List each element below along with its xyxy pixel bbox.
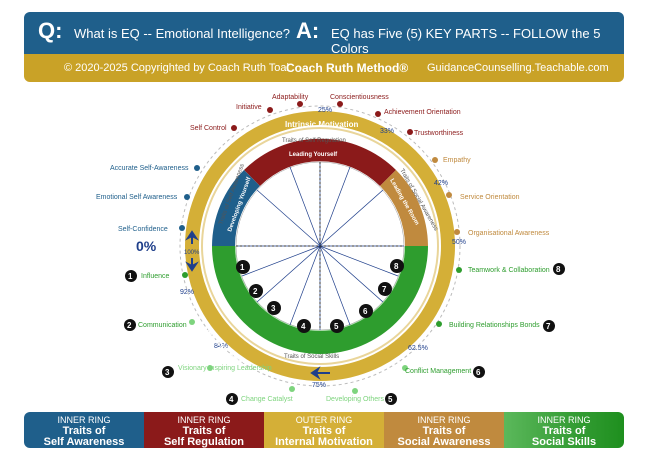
legend-bar: INNER RING Traits of Self Awareness INNE… — [24, 412, 624, 448]
trait-emotional-self-awareness: Emotional Self Awareness — [96, 194, 178, 201]
badge-6-inner: 6 — [363, 307, 368, 316]
badge-8-outer: 8 — [556, 265, 561, 274]
trait-developing-others: Developing Others — [326, 396, 384, 403]
trait-communication: Communication — [138, 322, 187, 329]
pct-50-label: 50% — [452, 239, 466, 246]
question-banner: Q: What is EQ -- Emotional Intelligence?… — [24, 12, 624, 56]
social-awareness-segment — [380, 170, 428, 246]
social-skills-segment — [212, 246, 428, 354]
trait-self-control: Self Control — [190, 125, 227, 132]
social-skills-ring-label: Traits of Social Skills — [284, 354, 339, 360]
trait-conscientiousness: Conscientiousness — [330, 94, 389, 101]
trait-markers — [179, 101, 462, 394]
legend-social-awareness: INNER RING Traits of Social Awareness — [384, 412, 504, 448]
brand-name: Coach Ruth Method® — [286, 61, 409, 75]
badge-3-outer: 3 — [165, 368, 170, 377]
self-regulation-segment — [244, 138, 396, 186]
badge-4-outer: 4 — [229, 395, 234, 404]
trait-achievement: Achievement Orientation — [384, 109, 461, 116]
legend-self-regulation: INNER RING Traits of Self Regulation — [144, 412, 264, 448]
trait-organisational-awareness: Organisational Awareness — [468, 230, 550, 237]
trait-self-confidence: Self-Confidence — [118, 226, 168, 233]
pct-25-label: 25% — [318, 107, 332, 114]
badge-8-inner: 8 — [394, 262, 399, 271]
badge-3-inner: 3 — [271, 304, 276, 313]
trait-conflict: Conflict Management — [405, 368, 471, 375]
pct-92-label: 92% — [180, 289, 194, 296]
trait-adaptability: Adaptability — [272, 94, 309, 101]
pct-42-label: 42% — [434, 180, 448, 187]
badge-1-outer: 1 — [128, 272, 133, 281]
badge-5-inner: 5 — [334, 322, 339, 331]
trait-visionary: Visionary Inspiring Leadership — [178, 365, 272, 372]
copyright-banner: © 2020-2025 Copyrighted by Coach Ruth To… — [24, 54, 624, 82]
course-url[interactable]: GuidanceCounselling.Teachable.com — [427, 62, 609, 74]
badge-1-inner: 1 — [240, 263, 245, 272]
arrow-up-icon — [185, 230, 199, 244]
trait-service-orientation: Service Orientation — [460, 194, 520, 201]
badge-5-outer: 5 — [388, 395, 393, 404]
badge-7-outer: 7 — [546, 322, 551, 331]
pct-33-label: 33% — [380, 128, 394, 135]
arrow-down-icon — [185, 258, 199, 272]
legend-internal-motivation: OUTER RING Traits of Internal Motivation — [264, 412, 384, 448]
trait-accurate-self-awareness: Accurate Self-Awareness — [110, 165, 189, 172]
question-text: What is EQ -- Emotional Intelligence? — [74, 26, 291, 41]
answer-text: EQ has Five (5) KEY PARTS -- FOLLOW the … — [331, 26, 601, 56]
arrow-left-icon — [310, 366, 330, 380]
self-awareness-segment — [212, 170, 260, 246]
trait-initiative: Initiative — [236, 104, 262, 111]
trait-trustworthiness: Trustworthiness — [414, 130, 464, 137]
outer-dashed-ring — [179, 105, 461, 387]
pct-75-label: 75% — [312, 382, 326, 389]
pct-84-label: 84% — [214, 343, 228, 350]
intrinsic-motivation-top-label: Intrinsic Motivation — [285, 120, 358, 129]
self-regulation-ring-label: Traits of Self Regulation — [282, 138, 346, 144]
pct-100-label: 100% — [184, 250, 200, 256]
badge-2-outer: 2 — [127, 321, 132, 330]
a-letter: A: — [296, 18, 320, 43]
trait-empathy: Empathy — [443, 157, 471, 164]
badge-2-inner: 2 — [253, 287, 258, 296]
q-letter: Q: — [38, 18, 63, 43]
leading-yourself-label: Leading Yourself — [289, 152, 338, 158]
trait-influence: Influence — [141, 273, 170, 280]
trait-change-catalyst: Change Catalyst — [241, 396, 293, 403]
number-badges: 1 2 3 4 5 6 7 8 1 2 3 4 5 6 7 8 — [124, 259, 565, 405]
badge-7-inner: 7 — [382, 285, 387, 294]
trait-teamwork: Teamwork & Collaboration — [468, 267, 550, 274]
legend-social-skills: INNER RING Traits of Social Skills — [504, 412, 624, 448]
trait-building-relationships: Building Relationships Bonds — [449, 322, 540, 329]
copyright-text: © 2020-2025 Copyrighted by Coach Ruth To… — [64, 62, 289, 74]
pct-0-label: 0% — [136, 238, 157, 254]
badge-6-outer: 6 — [476, 368, 481, 377]
legend-self-awareness: INNER RING Traits of Self Awareness — [24, 412, 144, 448]
pct-62-label: 62.5% — [408, 345, 428, 352]
badge-4-inner: 4 — [301, 322, 306, 331]
